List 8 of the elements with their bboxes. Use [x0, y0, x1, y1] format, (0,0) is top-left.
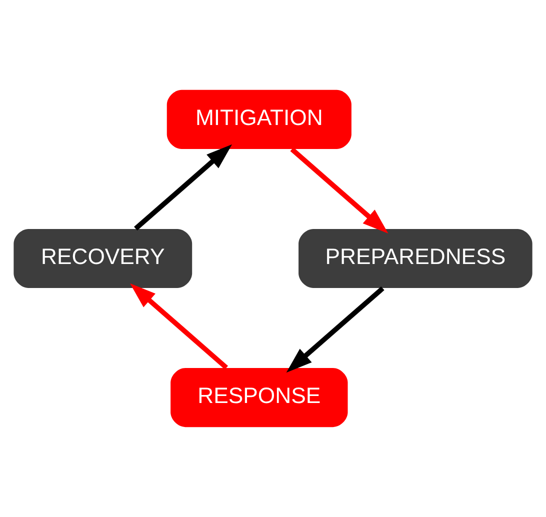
node-box: PREPAREDNESS [298, 228, 532, 288]
arrow [134, 144, 232, 230]
arrow [286, 286, 384, 373]
node-box: MITIGATION [166, 90, 352, 149]
arrow [290, 147, 388, 234]
node-box: RECOVERY [14, 228, 192, 288]
node-box: RESPONSE [170, 368, 348, 428]
arrow [130, 283, 228, 370]
